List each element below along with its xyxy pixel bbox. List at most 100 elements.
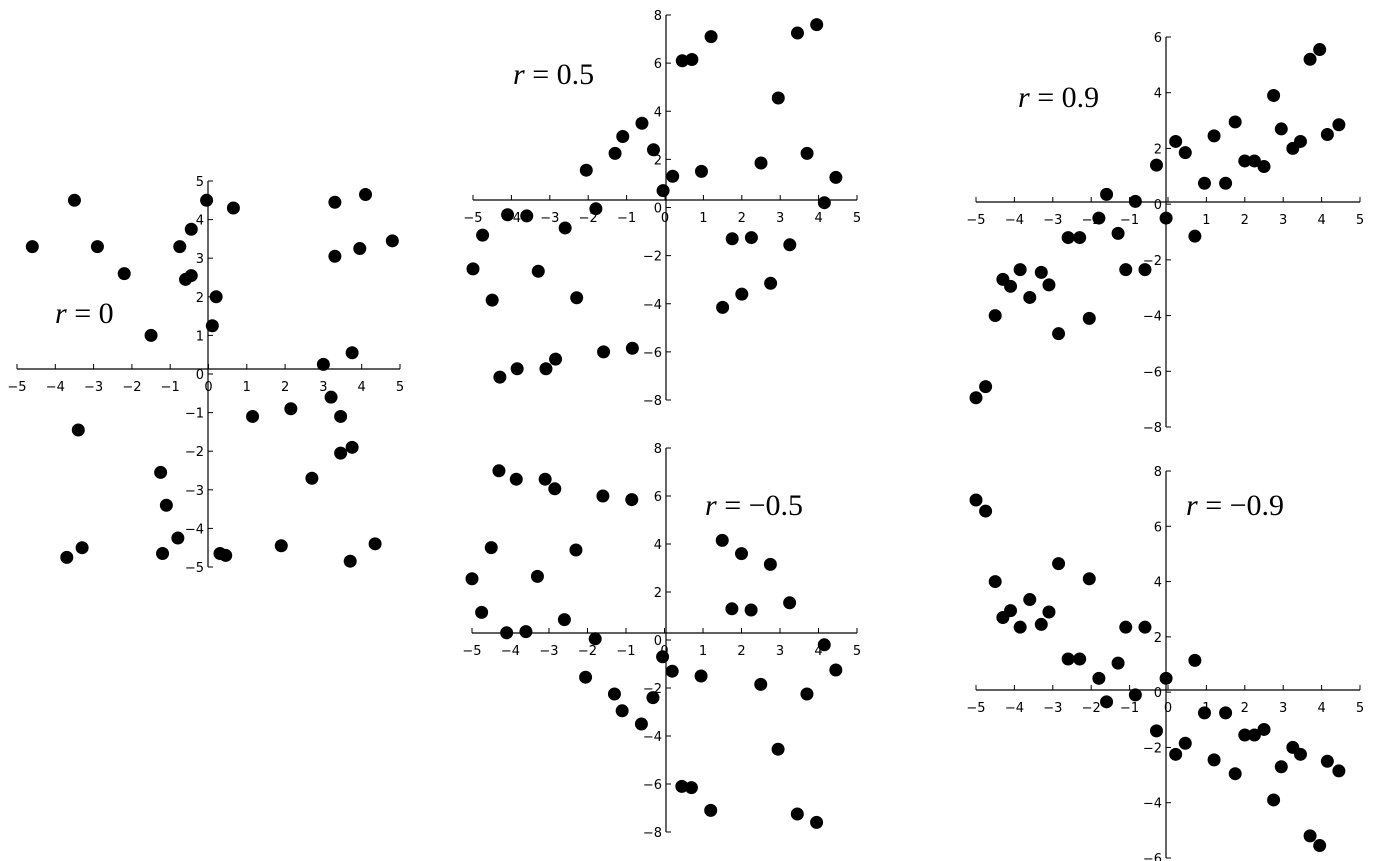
data-point	[675, 54, 689, 68]
data-point	[829, 170, 843, 184]
data-point	[25, 240, 39, 254]
data-point	[1178, 146, 1192, 160]
data-point	[969, 391, 983, 405]
x-tick-label: 2	[1241, 213, 1249, 228]
data-point	[1138, 620, 1152, 634]
y-tick-label: −5	[185, 561, 204, 576]
data-point	[579, 670, 593, 684]
x-tick-label: 1	[243, 380, 251, 395]
y-tick-label: 4	[654, 538, 662, 553]
data-point	[334, 446, 348, 460]
data-point	[1257, 160, 1271, 174]
correlation-value: −0.9	[1230, 489, 1284, 522]
y-tick-label: −2	[1143, 741, 1162, 756]
y-tick-label: −4	[1143, 797, 1162, 812]
data-point	[1228, 767, 1242, 781]
data-point	[1061, 652, 1075, 666]
data-point	[500, 626, 514, 640]
data-point	[316, 357, 330, 371]
data-point	[817, 638, 831, 652]
data-point	[1313, 839, 1327, 853]
data-point	[1082, 311, 1096, 325]
y-tick-label: 4	[196, 214, 204, 229]
correlation-symbol: r	[1018, 81, 1030, 114]
data-point	[588, 632, 602, 646]
x-tick-label: 5	[1356, 701, 1364, 716]
correlation-label: r = 0	[55, 297, 114, 330]
data-point	[1274, 760, 1288, 774]
x-tick-label: 4	[814, 644, 822, 659]
y-tick-label: 0	[196, 368, 204, 383]
data-point	[1149, 158, 1163, 172]
data-point	[1013, 620, 1027, 634]
data-point	[539, 362, 553, 376]
data-point	[666, 169, 680, 183]
data-point	[1119, 263, 1133, 277]
y-tick-label: −8	[643, 826, 662, 841]
data-point	[117, 267, 131, 281]
data-point	[1207, 753, 1221, 767]
data-point	[465, 572, 479, 586]
data-point	[725, 232, 739, 246]
data-point	[1061, 231, 1075, 245]
data-point	[353, 242, 367, 256]
x-tick-label: −2	[579, 211, 598, 226]
data-point	[159, 498, 173, 512]
data-point	[735, 287, 749, 301]
data-point	[810, 815, 824, 829]
data-point	[1228, 115, 1242, 129]
x-tick-label: −2	[1082, 701, 1101, 716]
data-point	[1119, 620, 1133, 634]
data-point	[979, 504, 993, 518]
y-tick-label: 5	[196, 175, 204, 190]
data-point	[1332, 118, 1346, 132]
data-point	[154, 465, 168, 479]
x-tick-label: −5	[966, 213, 985, 228]
y-tick-label: −2	[643, 250, 662, 265]
y-tick-label: 4	[1154, 576, 1162, 591]
data-point	[684, 781, 698, 795]
data-point	[1013, 263, 1027, 277]
data-point	[979, 380, 993, 394]
data-point	[665, 664, 679, 678]
correlation-symbol: r	[55, 297, 67, 330]
data-point	[771, 742, 785, 756]
correlation-label: r = 0.9	[1018, 81, 1099, 114]
x-tick-label: −1	[616, 644, 635, 659]
correlation-value: −0.5	[749, 489, 803, 522]
data-point	[715, 533, 729, 547]
data-point	[1082, 572, 1096, 586]
data-point	[1219, 706, 1233, 720]
data-point	[646, 143, 660, 157]
data-point	[492, 464, 506, 478]
data-point	[305, 471, 319, 485]
y-tick-label: 8	[654, 442, 662, 457]
data-point	[328, 195, 342, 209]
data-point	[790, 807, 804, 821]
data-point	[209, 290, 223, 304]
data-point	[1034, 265, 1048, 279]
data-point	[1188, 229, 1202, 243]
data-point	[205, 319, 219, 333]
data-point	[754, 156, 768, 170]
data-point	[530, 569, 544, 583]
data-point	[1267, 793, 1281, 807]
data-point	[817, 196, 831, 210]
x-tick-label: −5	[966, 701, 985, 716]
y-tick-label: −1	[185, 407, 204, 422]
data-point	[200, 193, 214, 207]
correlation-label: r = −0.5	[705, 489, 803, 522]
data-point	[625, 341, 639, 355]
y-tick-label: −8	[643, 394, 662, 409]
data-point	[328, 249, 342, 263]
y-tick-label: −3	[185, 484, 204, 499]
y-tick-label: 8	[654, 9, 662, 24]
data-point	[484, 541, 498, 555]
data-point	[520, 209, 534, 223]
y-tick-label: 4	[1154, 87, 1162, 102]
correlation-value: 0	[99, 297, 114, 330]
